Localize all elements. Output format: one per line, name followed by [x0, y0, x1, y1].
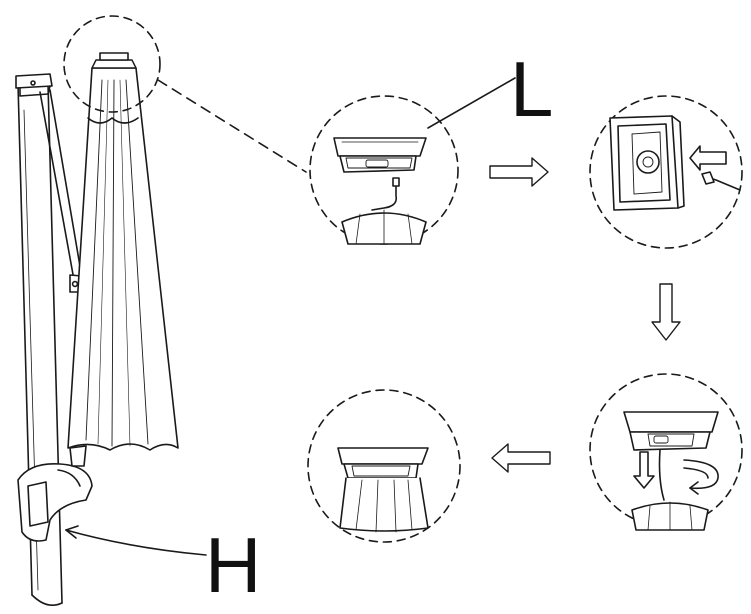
- label-h-group: H: [65, 521, 261, 609]
- arrow-left-step3-to-step4: [491, 443, 551, 473]
- arrow-down-step2-to-step3: [651, 283, 681, 341]
- step-3-rotate-connect: [589, 373, 743, 531]
- leader-line-h: [65, 529, 207, 556]
- canopy-top-callout: [63, 15, 307, 173]
- part-label-h: H: [205, 521, 261, 609]
- leader-arrowhead-h: [65, 525, 79, 539]
- leader-line-l: [427, 77, 516, 129]
- step-4-reassemble: [307, 389, 461, 543]
- umbrella: [15, 15, 307, 606]
- umbrella-canopy: [67, 52, 179, 451]
- step-2-insert-battery: [589, 95, 743, 249]
- label-l-group: L: [427, 45, 553, 133]
- crank-handle-housing: [17, 445, 93, 542]
- arrow-right-step1-to-step2: [489, 157, 549, 187]
- pole-top-cap: [15, 73, 53, 97]
- part-label-l: L: [510, 45, 553, 133]
- step-1-remove-cap: [309, 95, 459, 245]
- umbrella-arm: [39, 89, 83, 293]
